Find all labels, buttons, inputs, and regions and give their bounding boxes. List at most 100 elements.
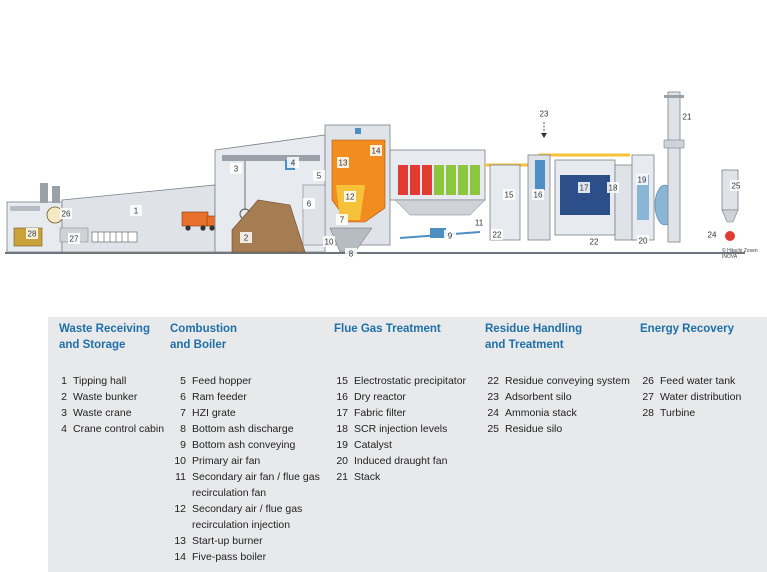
- diagram-number-label: 26: [62, 210, 71, 219]
- diagram-number-tag: 11: [473, 217, 485, 228]
- diagram-number-label: 1: [134, 207, 139, 216]
- diagram-number-tag: 12: [344, 191, 356, 202]
- diagram-number-tag: 5: [313, 170, 325, 181]
- diagram-number-tag: 14: [370, 145, 382, 156]
- legend-item-number: 3: [61, 407, 67, 419]
- diagram-number-label: 7: [340, 216, 345, 225]
- diagram-number-tag: 6: [303, 198, 315, 209]
- legend-item: 4 Crane control cabin: [59, 421, 177, 437]
- diagram-number-tag: 22: [588, 236, 600, 247]
- diagram-number-tag: 28: [26, 228, 38, 239]
- legend-item-label: Induced draught fan: [354, 455, 448, 467]
- legend-item-number: 4: [61, 423, 67, 435]
- diagram-number-tag: 22: [491, 229, 503, 240]
- diagram-number-label: 10: [325, 238, 334, 247]
- diagram-number-tag: 8: [345, 248, 357, 259]
- legend-item-label: Residue silo: [505, 423, 563, 435]
- legend-item-label: Turbine: [660, 407, 696, 419]
- legend-heading: Flue Gas Treatment: [334, 323, 441, 335]
- legend-item-number: 25: [487, 423, 499, 435]
- legend-item: 27 Water distribution: [640, 389, 765, 405]
- legend-heading: Waste Receiving and Storage: [59, 323, 150, 351]
- legend-item-label: HZI grate: [192, 407, 236, 419]
- diagram-number-label: 28: [28, 230, 37, 239]
- diagram-number-label: 18: [609, 184, 618, 193]
- legend-item-number: 22: [487, 375, 499, 387]
- legend-item-number: 27: [642, 391, 654, 403]
- diagram-number-tag: 21: [681, 111, 693, 122]
- diagram-number-label: 12: [346, 193, 355, 202]
- legend-item-label: Waste bunker: [73, 391, 138, 403]
- flue-gas-treatment-section: [489, 154, 676, 241]
- diagram-number-label: 22: [493, 231, 502, 240]
- legend-item-label: Dry reactor: [354, 391, 406, 403]
- diagram-number-label: 8: [349, 250, 354, 259]
- legend-item-number: 14: [174, 551, 186, 563]
- legend-item-label: Feed water tank: [660, 375, 736, 387]
- diagram-number-label: 24: [708, 231, 717, 240]
- legend-item-label: Waste crane: [73, 407, 132, 419]
- diagram-number-label: 4: [291, 159, 296, 168]
- diagram-number-label: 3: [234, 165, 239, 174]
- legend-item-label: Catalyst: [354, 439, 392, 451]
- legend-item-number: 17: [336, 407, 348, 419]
- legend-item-label: Crane control cabin: [73, 423, 165, 435]
- legend-item-number: 24: [487, 407, 499, 419]
- economizer-bank: [394, 165, 486, 216]
- diagram-number-label: 23: [540, 110, 549, 119]
- legend-item-label: Primary air fan: [192, 455, 261, 467]
- legend-item: 17 Fabric filter: [334, 405, 484, 421]
- diagram-number-label: 9: [448, 232, 453, 241]
- diagram-number-tag: 19: [636, 174, 648, 185]
- diagram-number-label: 25: [732, 182, 741, 191]
- legend-item-label: Secondary air / flue gas recirculation i…: [192, 503, 303, 531]
- legend-item: 24 Ammonia stack: [485, 405, 635, 421]
- diagram-number-tag: 4: [287, 157, 299, 168]
- legend-item-label: Residue conveying system: [505, 375, 630, 387]
- diagram-number-label: 22: [590, 238, 599, 247]
- legend-item-label: Secondary air fan / flue gas recirculati…: [192, 471, 320, 499]
- legend-item: 22 Residue conveying system: [485, 373, 635, 389]
- legend-item-label: Start-up burner: [192, 535, 263, 547]
- legend-heading: Energy Recovery: [640, 323, 734, 335]
- legend-item-number: 2: [61, 391, 67, 403]
- tipping-hall: [59, 184, 217, 253]
- diagram-number-label: 14: [372, 147, 381, 156]
- legend-item-label: Ammonia stack: [505, 407, 577, 419]
- diagram-number-label: 13: [339, 159, 348, 168]
- diagram-number-tag: 24: [706, 229, 718, 240]
- legend-item-label: Bottom ash discharge: [192, 423, 294, 435]
- legend-column-energy: Energy Recovery 26 Feed water tank 27 Water…: [640, 317, 765, 421]
- legend-item-label: Tipping hall: [73, 375, 127, 387]
- diagram-number-tag: 1: [130, 205, 142, 216]
- legend-item-number: 20: [336, 455, 348, 467]
- legend-item-label: Water distribution: [660, 391, 742, 403]
- legend-item: 25 Residue silo: [485, 421, 635, 437]
- diagram-number-tag: 17: [578, 182, 590, 193]
- legend-item-number: 26: [642, 375, 654, 387]
- diagram-number-label: 16: [534, 191, 543, 200]
- legend-item-number: 19: [336, 439, 348, 451]
- diagram-number-tag: 13: [337, 157, 349, 168]
- legend-item-number: 9: [180, 439, 186, 451]
- legend-item-number: 21: [336, 471, 348, 483]
- legend-item-label: Fabric filter: [354, 407, 406, 419]
- diagram-number-label: 19: [638, 176, 647, 185]
- legend-item-number: 18: [336, 423, 348, 435]
- legend-heading: Combustion and Boiler: [170, 323, 238, 351]
